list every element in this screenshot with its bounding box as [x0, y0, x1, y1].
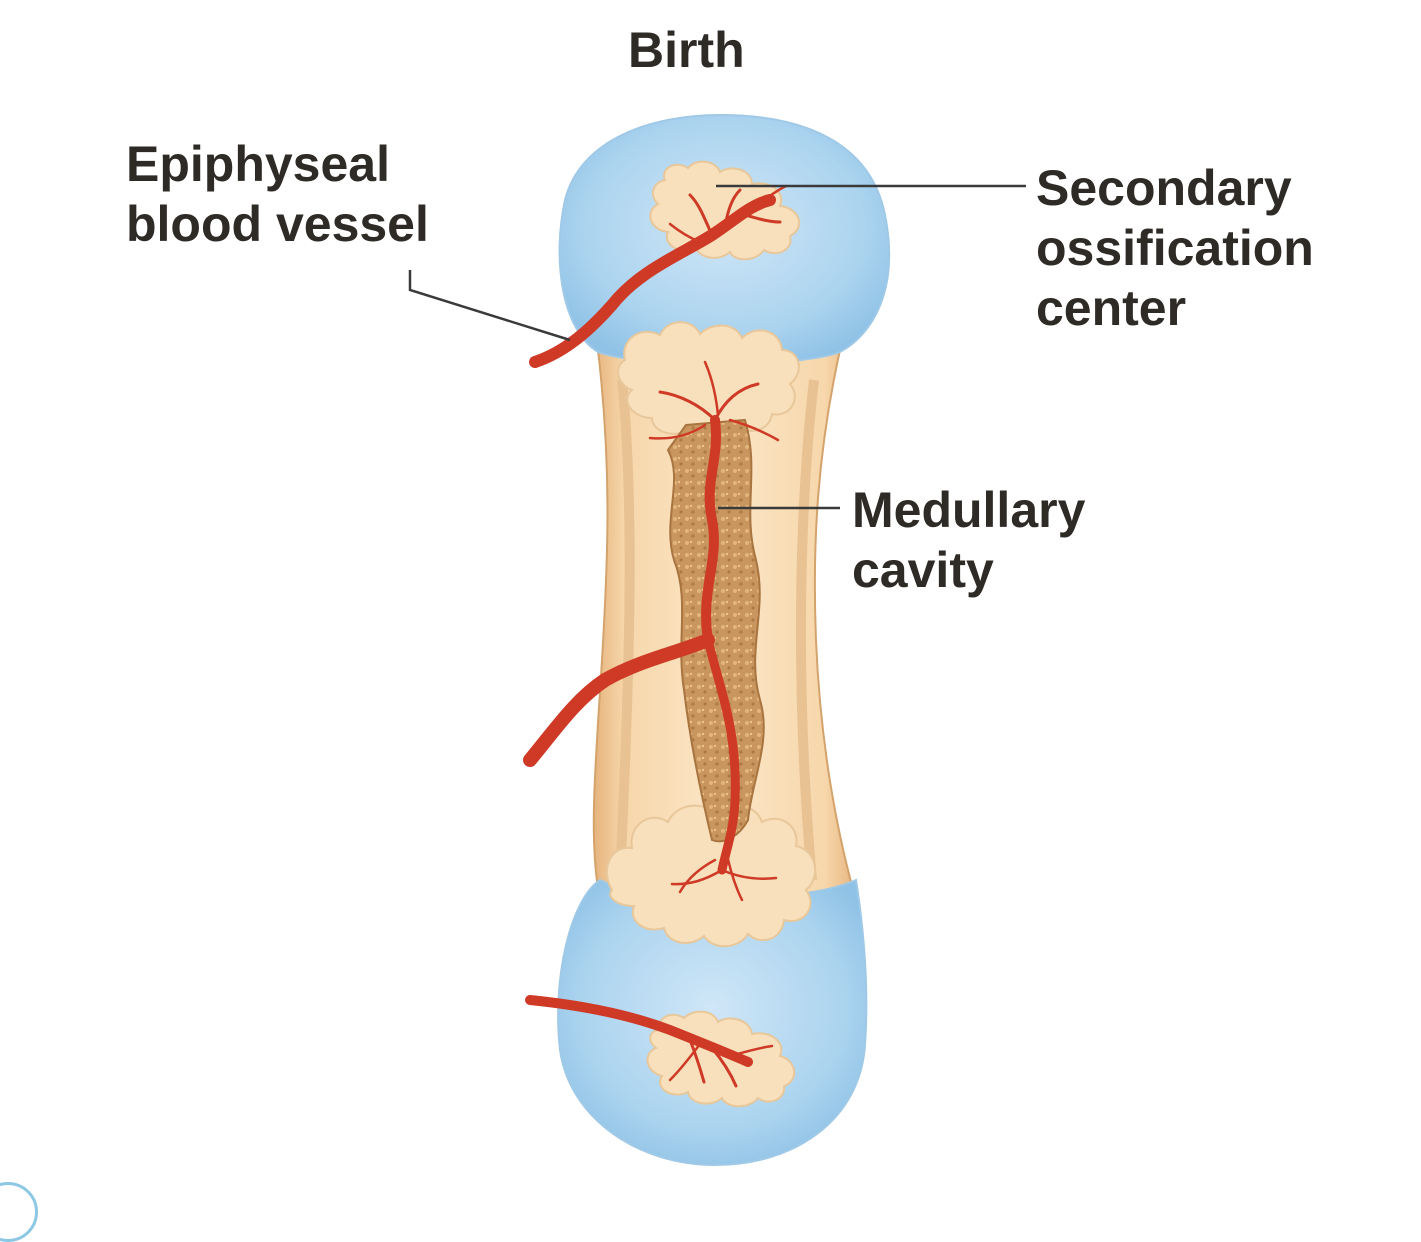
label-epiphyseal-blood-vessel: Epiphyseal blood vessel [126, 134, 429, 254]
label-line: Medullary [852, 482, 1086, 538]
bone-collar-left [615, 379, 635, 881]
long-bone-diagram [408, 113, 1026, 1167]
label-line: Epiphyseal [126, 136, 390, 192]
nutrient-artery [523, 360, 780, 902]
label-line: center [1036, 280, 1187, 336]
bone-collar-right [795, 379, 819, 881]
leader-lines [408, 184, 1026, 510]
bone-ossification-figure: Birth Epiphyseal blood vessel Secondary … [0, 22, 1314, 1242]
epiphyseal-blood-vessel-proximal [529, 184, 788, 368]
label-line: cavity [852, 542, 994, 598]
epiphyseal-blood-vessel-distal [525, 995, 774, 1088]
diagram-title: Birth [628, 22, 745, 78]
label-secondary-ossification-center: Secondary ossification center [1036, 158, 1314, 338]
leader-line-epiphyseal-vessel [408, 270, 571, 342]
label-line: blood vessel [126, 196, 429, 252]
spongy-bone-proximal [617, 321, 800, 438]
label-line: Secondary [1036, 160, 1292, 216]
label-line: ossification [1036, 220, 1314, 276]
label-medullary-cavity: Medullary cavity [852, 480, 1085, 600]
